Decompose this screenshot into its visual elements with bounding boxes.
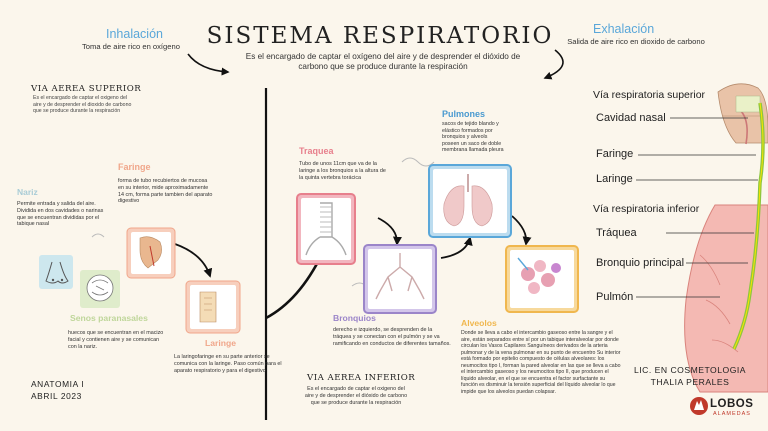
logo-subtext: ALAMEDAS (713, 411, 751, 417)
label-pharynx: Faringe (596, 148, 634, 160)
alveoli-text: Donde se lleva a cabo el intercambio gas… (461, 330, 621, 395)
trachea-heading: Traquea (299, 146, 334, 156)
bronchi-heading: Bronquios (333, 313, 376, 323)
bronchi-icon (363, 244, 437, 314)
author-info: LIC. EN COSMETOLOGIA THALIA PERALES (615, 364, 765, 389)
lower-airway-heading: VIA AEREA INFERIOR (307, 373, 416, 383)
inhalation-arrow (187, 53, 230, 76)
author-degree: LIC. EN COSMETOLOGIA (633, 365, 747, 375)
respiratory-anatomy-illustration (684, 83, 768, 393)
course-info: ANATOMIA I ABRIL 2023 (31, 378, 84, 402)
nose-text: Permite entrada y salida del aire. Divid… (17, 201, 104, 228)
course-date: ABRIL 2023 (31, 391, 82, 402)
anatomy-leader-lines (636, 117, 758, 298)
inhalation-text: Toma de aire rico en oxígeno (82, 42, 180, 51)
pharynx-icon (126, 227, 176, 279)
upper-tract-heading: Vía respiratoria superior (593, 89, 706, 101)
exhalation-heading: Exhalación (593, 22, 655, 36)
trachea-icon (296, 193, 356, 265)
alveoli-icon (505, 245, 579, 313)
nose-icon (39, 255, 73, 289)
label-nasal-cavity: Cavidad nasal (596, 112, 666, 124)
larynx-heading: Laringe (205, 338, 237, 348)
label-main-bronchus: Bronquio principal (596, 257, 685, 269)
label-larynx: Laringe (596, 173, 633, 185)
pharynx-heading: Faringe (118, 162, 151, 172)
lower-tract-heading: Vía respiratoria inferior (593, 203, 700, 215)
bronchi-text: derecho e izquierdo, se desprenden de la… (333, 327, 451, 347)
lungs-heading: Pulmones (442, 109, 486, 119)
logo-text: LOBOS (710, 398, 754, 410)
lower-airway-text: Es el encargado de captar el oxigeno del… (304, 386, 408, 406)
sinus-icon (80, 270, 120, 308)
upper-airway-heading: VIA AEREA SUPERIOR (31, 84, 142, 94)
exhalation-text: Salida de aire rico en dioxido de carbon… (567, 37, 705, 46)
flow-arrow-pharynx-larynx (174, 243, 213, 278)
page-title: SISTEMA RESPIRATORIO (206, 23, 554, 49)
trachea-text: Tubo de unos 11cm que va de la laringe a… (299, 161, 386, 181)
inhalation-heading: Inhalación (106, 27, 163, 41)
larynx-icon (185, 280, 241, 334)
nose-heading: Nariz (17, 187, 38, 197)
flow-arrow-trachea-bronchi (377, 217, 402, 246)
lungs-icon (428, 164, 512, 238)
page-subtitle: Es el encargado de captar el oxígeno del… (245, 52, 521, 72)
sinus-heading: Senos paranasales (70, 313, 148, 323)
alveoli-heading: Alveolos (461, 318, 497, 328)
sinus-text: huecos que se encuentran en el macizo fa… (68, 330, 164, 350)
pharynx-text: forma de tubo recubiertos de mucosa en s… (118, 178, 213, 205)
lungs-text: sacos de tejido blando y elástico formad… (442, 121, 504, 154)
larynx-text: La laringofaringe en su parte anterior s… (174, 354, 282, 374)
label-trachea: Tráquea (596, 227, 637, 239)
lobos-logo-icon (690, 397, 708, 415)
upper-airway-text: Es el encargado de captar el oxigeno del… (33, 95, 132, 114)
author-name: THALIA PERALES (650, 377, 730, 388)
label-lung: Pulmón (596, 291, 634, 303)
exhalation-arrow (543, 49, 564, 80)
flow-arrow-lungs-alveoli (511, 215, 532, 246)
flow-arrow-bronchi-lungs (440, 236, 473, 259)
decor-squiggle (91, 233, 105, 238)
decor-squiggle (401, 157, 435, 167)
course-name: ANATOMIA I (31, 379, 85, 389)
